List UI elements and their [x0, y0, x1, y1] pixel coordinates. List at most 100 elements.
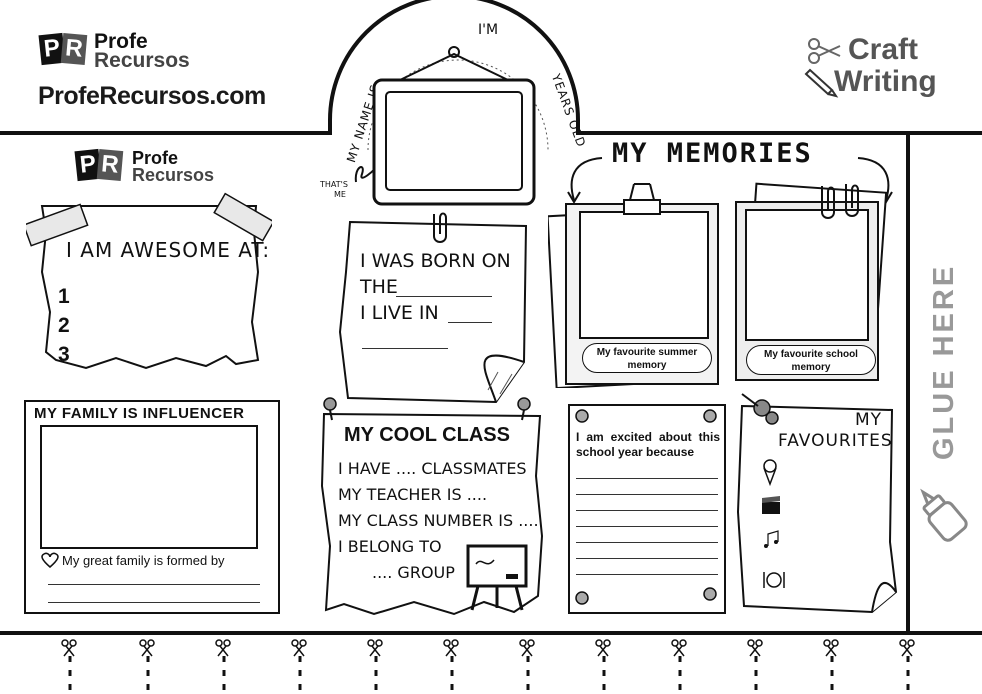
born-text: I WAS BORN ON THE I LIVE IN [360, 248, 511, 326]
awesome-title: I AM AWESOME AT: [66, 238, 271, 262]
cool-class-line-4: I BELONG TO [338, 537, 442, 556]
born-line1: I WAS BORN ON [360, 250, 511, 272]
thats-me-line2: ME [334, 190, 346, 199]
site-url[interactable]: ProfeRecursos.com [38, 82, 266, 110]
pin-icon [703, 587, 717, 601]
summer-caption: My favourite summer memory [582, 343, 712, 373]
pin-icon [703, 409, 717, 423]
pencil-icon [804, 68, 839, 98]
glue-bottle-icon [920, 488, 968, 542]
scissors-icon [808, 38, 841, 64]
excited-line[interactable] [576, 526, 718, 527]
favourites-title-line1: MY [854, 410, 882, 430]
memories-title: MY MEMORIES [612, 138, 813, 169]
chalkboard-icon [466, 544, 528, 611]
excited-line[interactable] [576, 494, 718, 495]
scissors-icon [823, 639, 839, 657]
pushpin-icon [517, 397, 531, 421]
scissors-icon [291, 639, 307, 657]
school-caption: My favourite school memory [746, 345, 876, 375]
binder-clip-icon [623, 183, 661, 215]
music-notes-icon [764, 530, 779, 548]
scissors-icon [899, 639, 915, 657]
tape-left [26, 203, 89, 247]
awesome-paper[interactable] [26, 192, 272, 382]
favourites-paper[interactable] [732, 392, 904, 618]
pushpin-icon [765, 411, 779, 425]
family-formed-by: My great family is formed by [62, 552, 225, 568]
favourites-title-line2: FAVOURITES [778, 431, 893, 451]
plate-cutlery-icon [763, 572, 785, 588]
heart-icon [41, 552, 59, 568]
born-line2: THE [360, 276, 398, 298]
awesome-item-3[interactable]: 3 [58, 343, 70, 366]
family-card[interactable] [24, 400, 280, 614]
craft-line1: Craft [848, 33, 919, 66]
born-note[interactable] [336, 212, 536, 408]
family-line-2[interactable] [48, 602, 260, 603]
excited-line[interactable] [576, 558, 718, 559]
thats-me-label: THAT'S ME [320, 180, 348, 200]
cool-class-line-1: I HAVE .... CLASSMATES [338, 459, 527, 478]
live-in-line-2[interactable] [362, 348, 448, 349]
cut-strip [61, 639, 915, 694]
scissors-icon [367, 639, 383, 657]
pushpin-icon [741, 393, 771, 417]
scissors-icon [61, 639, 77, 657]
school-photo[interactable] [730, 182, 890, 388]
cool-class-line-2: MY TEACHER IS .... [338, 485, 488, 504]
born-line3: I LIVE IN [360, 302, 439, 324]
logo-line1: Profe [94, 30, 148, 53]
awesome-logo-line2: Recursos [132, 165, 215, 185]
awesome-list: 1 2 3 [58, 282, 70, 369]
ice-cream-icon [763, 459, 777, 487]
family-title: MY FAMILY IS INFLUENCER [34, 405, 245, 422]
scissors-icon [519, 639, 535, 657]
scissors-icon [215, 639, 231, 657]
excited-line[interactable] [576, 510, 718, 511]
excited-line[interactable] [576, 574, 718, 575]
tape-right [213, 192, 272, 242]
paperclip-icon [433, 212, 447, 243]
family-formed-row: My great family is formed by [40, 552, 225, 568]
excited-line[interactable] [576, 542, 718, 543]
cool-class-line-5: .... GROUP [372, 563, 455, 582]
family-line-1[interactable] [48, 584, 260, 585]
logo-line2: Recursos [94, 49, 190, 72]
portrait-frame[interactable] [370, 40, 538, 208]
logo-text: Profe Recursos [94, 30, 190, 72]
craft-line2: Writing [834, 65, 937, 98]
scissors-icon [671, 639, 687, 657]
excited-line[interactable] [576, 478, 718, 479]
craft-icon [804, 38, 841, 98]
im-label: I'M [478, 22, 499, 38]
scissors-icon [139, 639, 155, 657]
awesome-item-2[interactable]: 2 [58, 314, 70, 337]
paperclip-icon [821, 184, 859, 219]
excited-pins [575, 409, 717, 605]
awesome-logo-line1: Profe [132, 148, 179, 168]
pin-icon [575, 591, 589, 605]
family-photo-box[interactable] [40, 425, 258, 549]
scissors-icon [595, 639, 611, 657]
thats-me-line1: THAT'S [320, 180, 348, 189]
scissors-icon [443, 639, 459, 657]
pushpin-icon [323, 397, 337, 421]
favourites-title: MY FAVOURITES [778, 410, 893, 452]
cool-class-lines: I HAVE .... CLASSMATES MY TEACHER IS ...… [338, 456, 539, 586]
born-date-line[interactable] [396, 296, 492, 297]
live-in-line-1[interactable] [448, 322, 492, 323]
cool-class-line-3: MY CLASS NUMBER IS .... [338, 511, 539, 530]
glue-label: GLUE HERE [928, 263, 960, 460]
awesome-logo-text: Profe Recursos [132, 148, 215, 185]
excited-note[interactable] [568, 404, 726, 614]
cool-class-title: MY COOL CLASS [344, 424, 510, 446]
scissors-icon [747, 639, 763, 657]
clapperboard-icon [762, 496, 780, 514]
favourites-icons [762, 459, 785, 588]
pin-icon [575, 409, 589, 423]
awesome-item-1[interactable]: 1 [58, 285, 70, 308]
excited-text: I am excited about this school year beca… [576, 430, 720, 459]
craft-writing-title: Craft Writing [834, 33, 937, 98]
